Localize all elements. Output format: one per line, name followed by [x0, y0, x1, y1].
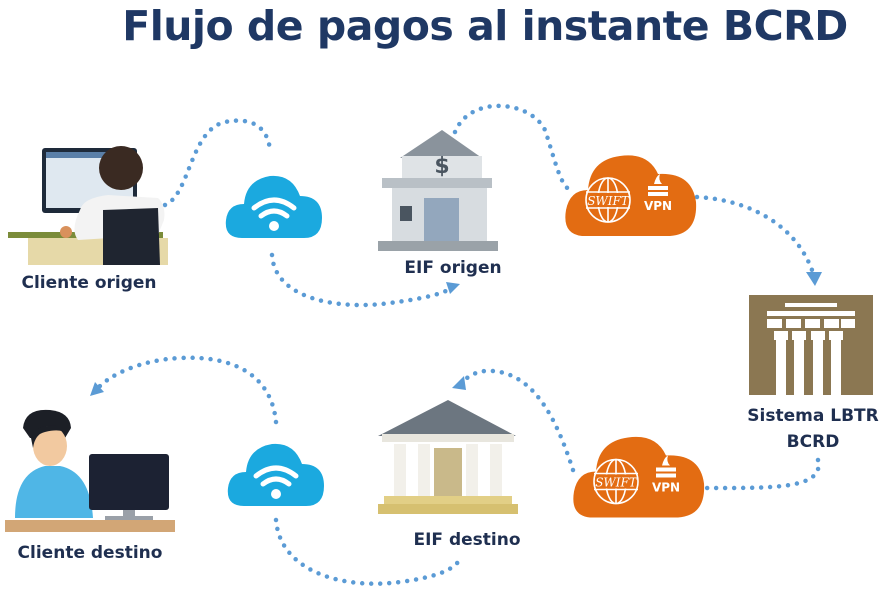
bank-building-icon: $ — [378, 130, 498, 251]
arrow-head-cliente-destino — [90, 382, 104, 396]
label-sistema-line1: Sistema LBTR — [747, 406, 879, 426]
swift-vpn-cloud-icon: SWIFT VPN — [573, 436, 705, 518]
label-cliente-destino: Cliente destino — [17, 543, 163, 563]
firewall-icon — [648, 174, 668, 196]
central-bank-icon — [749, 295, 873, 395]
connector-wifi-to-eif — [269, 252, 455, 308]
firewall-icon — [656, 455, 676, 478]
bank-building-icon — [378, 400, 518, 514]
label-sistema-lbtr: Sistema LBTR BCRD — [747, 403, 878, 455]
connector-wifi2-bottom — [273, 517, 461, 586]
connector-swift-to-lbtr — [694, 194, 815, 273]
globe-icon — [585, 177, 631, 223]
label-sistema-line2: BCRD — [786, 432, 840, 452]
svg-text:SWIFT: SWIFT — [587, 194, 630, 208]
page-title: Flujo de pagos al instante BCRD — [122, 2, 848, 50]
svg-text:VPN: VPN — [644, 199, 672, 213]
connector-wifi2-to-client — [95, 355, 279, 425]
client-at-computer-icon — [8, 146, 168, 265]
client-at-computer-icon — [5, 409, 175, 532]
label-eif-origen: EIF origen — [404, 258, 502, 278]
dollar-sign-icon: $ — [434, 154, 449, 179]
connector-eif-to-swift — [452, 103, 573, 193]
label-eif-destino: EIF destino — [413, 530, 521, 550]
connector-lbtr-to-swift2 — [697, 457, 821, 491]
wifi-cloud-icon — [227, 443, 324, 506]
svg-text:SWIFT: SWIFT — [595, 476, 638, 490]
svg-text:VPN: VPN — [652, 481, 680, 495]
swift-vpn-cloud-icon: SWIFT VPN — [565, 155, 697, 236]
arrow-head-lbtr — [806, 272, 822, 286]
arrow-head-eif-origen — [446, 282, 460, 294]
connector-swift2-to-eif — [459, 368, 576, 473]
wifi-cloud-icon — [225, 175, 322, 238]
label-cliente-origen: Cliente origen — [21, 273, 157, 293]
arrow-head-eif-destino — [452, 376, 466, 390]
